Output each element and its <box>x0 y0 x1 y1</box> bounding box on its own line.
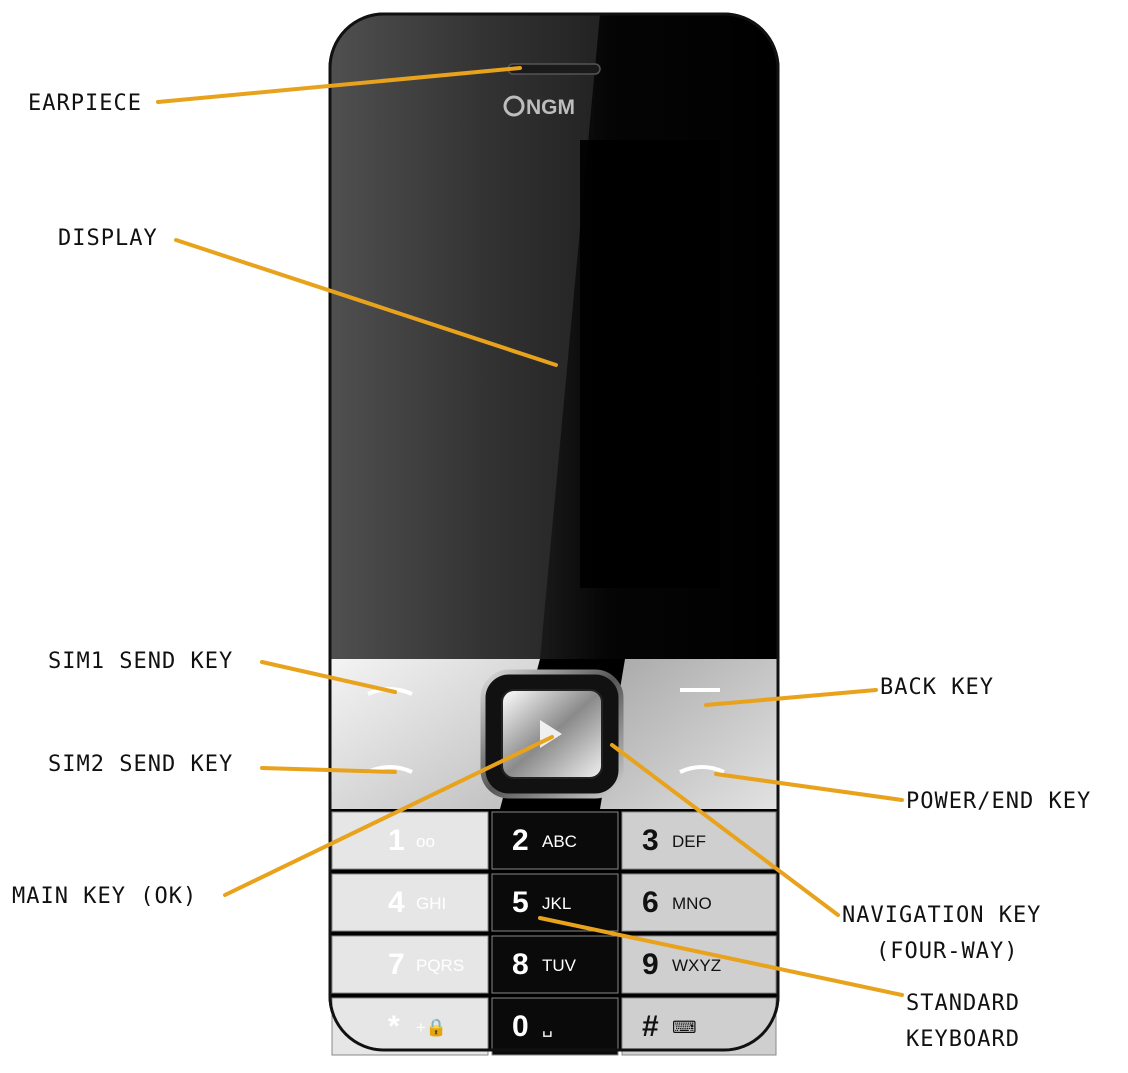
keypad-key-face[interactable] <box>331 873 489 932</box>
leader-lines <box>156 66 904 997</box>
keypad-key-letters: JKL <box>542 894 571 913</box>
keypad-key-face[interactable] <box>331 811 489 870</box>
keypad-key-digit: 2 <box>512 824 529 857</box>
brand-logo: NGM <box>503 95 575 119</box>
keypad-key-digit: 6 <box>642 886 659 919</box>
leader-back-key <box>704 688 878 707</box>
keypad-key-face[interactable] <box>331 935 489 994</box>
keypad: 1 oo 2 ABC 3 DEF 4 GHI 5 JKL 6 MNO 7 PQRS 8 TUV 9 WXYZ * +🔒… <box>328 12 780 1056</box>
keypad-key-digit: 3 <box>642 824 659 857</box>
keypad-key-letters: DEF <box>672 832 706 851</box>
keypad-key[interactable]: * +🔒 <box>331 997 489 1056</box>
keypad-key-digit: 1 <box>388 824 405 857</box>
keypad-key-digit: 9 <box>642 948 659 981</box>
keypad-key[interactable]: 7 PQRS <box>331 935 489 994</box>
keypad-key-letters: ABC <box>542 832 577 851</box>
keypad-key-digit: 5 <box>512 886 529 919</box>
keypad-key-letters: PQRS <box>416 956 464 975</box>
keypad-key-face[interactable] <box>331 997 489 1056</box>
keypad-key[interactable]: 0␣ <box>491 997 619 1056</box>
keypad-key-face[interactable] <box>621 811 777 870</box>
phone-body: NGM 1 oo 2 ABC 3 DEF 4 GHI 5 JKL 6 MNO 7 PQRS 8 TUV 9 WXY… <box>328 12 780 1056</box>
phone-outline-overlay <box>328 12 780 1052</box>
keypad-key-letters: WXYZ <box>672 956 721 975</box>
leader-display <box>174 238 558 367</box>
keypad-key-digit: * <box>388 1010 400 1043</box>
label-standard-keyboard-line2: KEYBOARD <box>906 1027 1020 1052</box>
keypad-key-digit: 8 <box>512 948 529 981</box>
softkey-right-panel[interactable] <box>600 659 778 809</box>
keypad-key-letters: GHI <box>416 894 446 913</box>
leader-standard-keyboard <box>538 916 904 997</box>
keypad-key-letters: TUV <box>542 956 577 975</box>
keypad-key[interactable]: 6 MNO <box>621 873 777 932</box>
keypad-key-letters: ⌨ <box>672 1018 697 1037</box>
leader-navigation-key <box>610 743 840 917</box>
end-call-icon <box>679 765 725 774</box>
keypad-key-digit: 0 <box>512 1010 529 1043</box>
brand-logo-text: NGM <box>526 96 575 119</box>
leader-sim1-send-key <box>260 660 397 694</box>
keypad-key-face[interactable] <box>491 811 619 870</box>
keypad-key[interactable]: 2 ABC <box>491 811 619 870</box>
leader-sim2-send-key <box>260 766 397 774</box>
leader-power-end-key <box>714 772 904 802</box>
keypad-key-face[interactable] <box>621 997 777 1056</box>
label-sim1-send-key: SIM1 SEND KEY <box>48 649 233 674</box>
keypad-key-face[interactable] <box>491 997 619 1056</box>
keypad-key[interactable]: 1 oo <box>331 811 489 870</box>
earpiece-slot <box>507 63 601 75</box>
navigation-key[interactable] <box>480 669 624 799</box>
keypad-key[interactable]: 4 GHI <box>331 873 489 932</box>
keypad-key-face[interactable] <box>621 873 777 932</box>
power-end-key[interactable] <box>679 765 725 774</box>
label-back-key: BACK KEY <box>880 675 994 700</box>
keypad-key-digit: 4 <box>388 886 405 919</box>
keypad-key-letters: MNO <box>672 894 712 913</box>
keypad-key-digit: 7 <box>388 948 405 981</box>
leader-earpiece <box>156 66 522 104</box>
display-screen <box>580 140 720 588</box>
keypad-key-letters: oo <box>416 832 435 851</box>
keypad-key-digit: # <box>642 1010 659 1043</box>
keypad-key[interactable]: 3 DEF <box>621 811 777 870</box>
label-earpiece: EARPIECE <box>28 91 142 116</box>
leader-main-key <box>223 735 554 897</box>
keypad-key-letters: +🔒 <box>416 1018 447 1037</box>
label-main-key: MAIN KEY (OK) <box>12 884 197 909</box>
label-display: DISPLAY <box>58 226 158 251</box>
keypad-key-face[interactable] <box>491 935 619 994</box>
label-navigation-key-line1: NAVIGATION KEY <box>842 903 1041 928</box>
keypad-key-letters: ␣ <box>542 1018 553 1037</box>
keypad-key[interactable]: 8 TUV <box>491 935 619 994</box>
label-power-end-key: POWER/END KEY <box>906 789 1091 814</box>
label-sim2-send-key: SIM2 SEND KEY <box>48 752 233 777</box>
label-standard-keyboard-line1: STANDARD <box>906 991 1020 1016</box>
brand-logo-circle <box>503 95 525 117</box>
keypad-key[interactable]: #⌨ <box>621 997 777 1056</box>
label-navigation-key-line2: (FOUR-WAY) <box>876 939 1018 964</box>
